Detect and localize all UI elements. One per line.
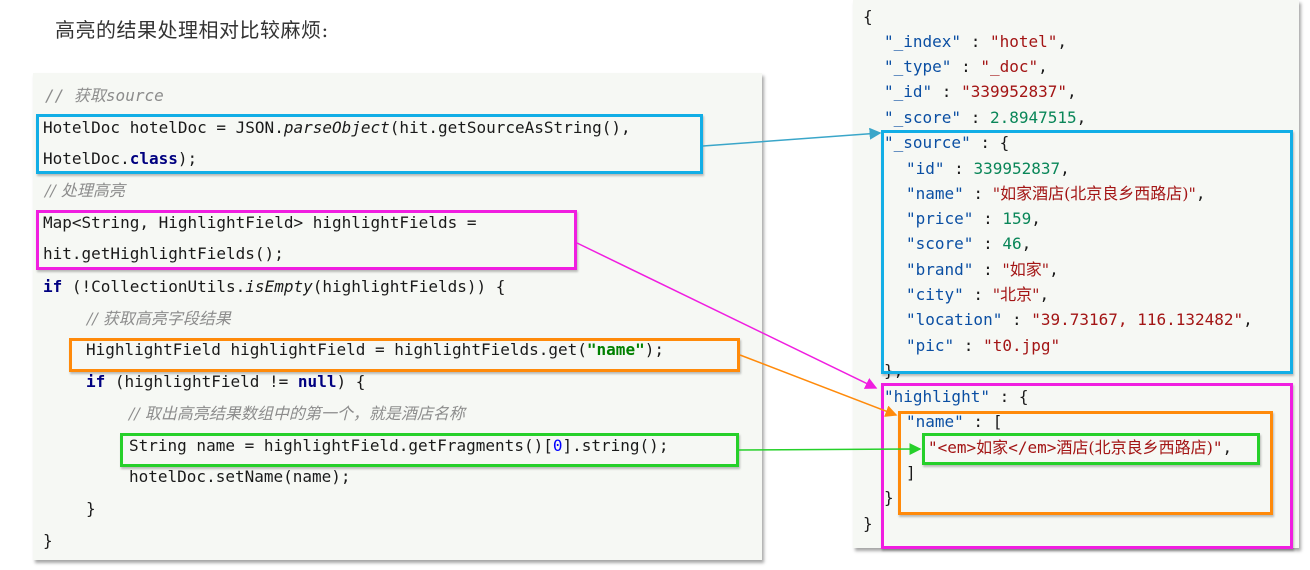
json-source-key: "_source" : {: [884, 133, 1010, 152]
json-close-brace: }: [863, 514, 873, 533]
json-response-panel: { "_index" : "hotel", "_type" : "_doc", …: [853, 0, 1299, 548]
page-heading: 高亮的结果处理相对比较麻烦:: [55, 18, 329, 42]
comment-first-fragment: // 取出高亮结果数组中的第一个，就是酒店名称: [129, 404, 465, 423]
source-connector-arrow: [702, 127, 882, 147]
json-highlight-close: }: [884, 488, 894, 507]
java-code-panel: // 获取source HotelDoc hotelDoc = JSON.par…: [33, 73, 762, 560]
json-highlight-key: "highlight" : {: [884, 387, 1029, 406]
json-score: "_score" : 2.8947515,: [884, 108, 1087, 127]
code-line-set-name: hotelDoc.setName(name);: [129, 467, 351, 486]
code-line-parse-object: HotelDoc hotelDoc = JSON.parseObject(hit…: [43, 118, 631, 137]
code-line-if-not-null: if (highlightField != null) {: [86, 372, 366, 391]
comment-process-highlight: // 处理高亮: [45, 181, 125, 200]
json-open-brace: {: [863, 7, 873, 26]
json-source-price: "price" : 159,: [906, 209, 1041, 228]
json-source-brand: "brand" : "如家",: [906, 260, 1059, 279]
json-source-name: "name" : "如家酒店(北京良乡西路店)",: [906, 184, 1206, 203]
code-line-get-name-field: HighlightField highlightField = highligh…: [86, 340, 664, 359]
name-field-connector-arrow: [739, 354, 898, 417]
code-line-get-fragments: String name = highlightField.getFragment…: [129, 436, 669, 455]
source-json-box: [881, 130, 1293, 374]
highlight-name-json-box: [898, 411, 1273, 515]
json-source-location: "location" : "39.73167, 116.132482",: [906, 310, 1253, 329]
highlight-connector-arrow: [576, 242, 878, 389]
get-fragment-code-box: [120, 433, 739, 467]
code-line-get-highlight-fields: hit.getHighlightFields();: [43, 244, 284, 263]
comment-get-source: // 获取source: [45, 86, 164, 105]
get-name-field-code-box: [69, 338, 740, 372]
json-source-pic: "pic" : "t0.jpg": [906, 336, 1061, 355]
code-line-map-declaration: Map<String, HighlightField> highlightFie…: [43, 213, 477, 232]
fragment-json-box: [922, 433, 1260, 465]
code-close-inner-brace: }: [86, 499, 96, 518]
json-source-id: "id" : 339952837,: [906, 159, 1070, 178]
json-highlight-name-key: "name" : [: [906, 412, 1003, 431]
json-highlight-fragment: "<em>如家</em>酒店(北京良乡西路店)",: [928, 438, 1233, 457]
code-line-if-not-empty: if (!CollectionUtils.isEmpty(highlightFi…: [43, 277, 506, 296]
source-code-highlight-box: [36, 114, 703, 174]
json-source-close: },: [884, 361, 904, 380]
fragment-connector-arrow: [738, 443, 922, 456]
json-highlight-array-close: ]: [906, 463, 916, 482]
json-type: "_type" : "_doc",: [884, 57, 1048, 76]
json-source-city: "city" : "北京",: [906, 285, 1050, 304]
highlight-fields-code-box: [36, 210, 577, 270]
json-index: "_index" : "hotel",: [884, 32, 1068, 51]
comment-get-field: // 获取高亮字段结果: [87, 309, 231, 328]
highlight-json-box: [881, 383, 1293, 549]
json-id: "_id" : "339952837",: [884, 82, 1077, 101]
code-close-outer-brace: }: [43, 531, 53, 550]
json-source-score: "score" : 46,: [906, 234, 1032, 253]
code-line-class: HotelDoc.class);: [43, 149, 198, 168]
